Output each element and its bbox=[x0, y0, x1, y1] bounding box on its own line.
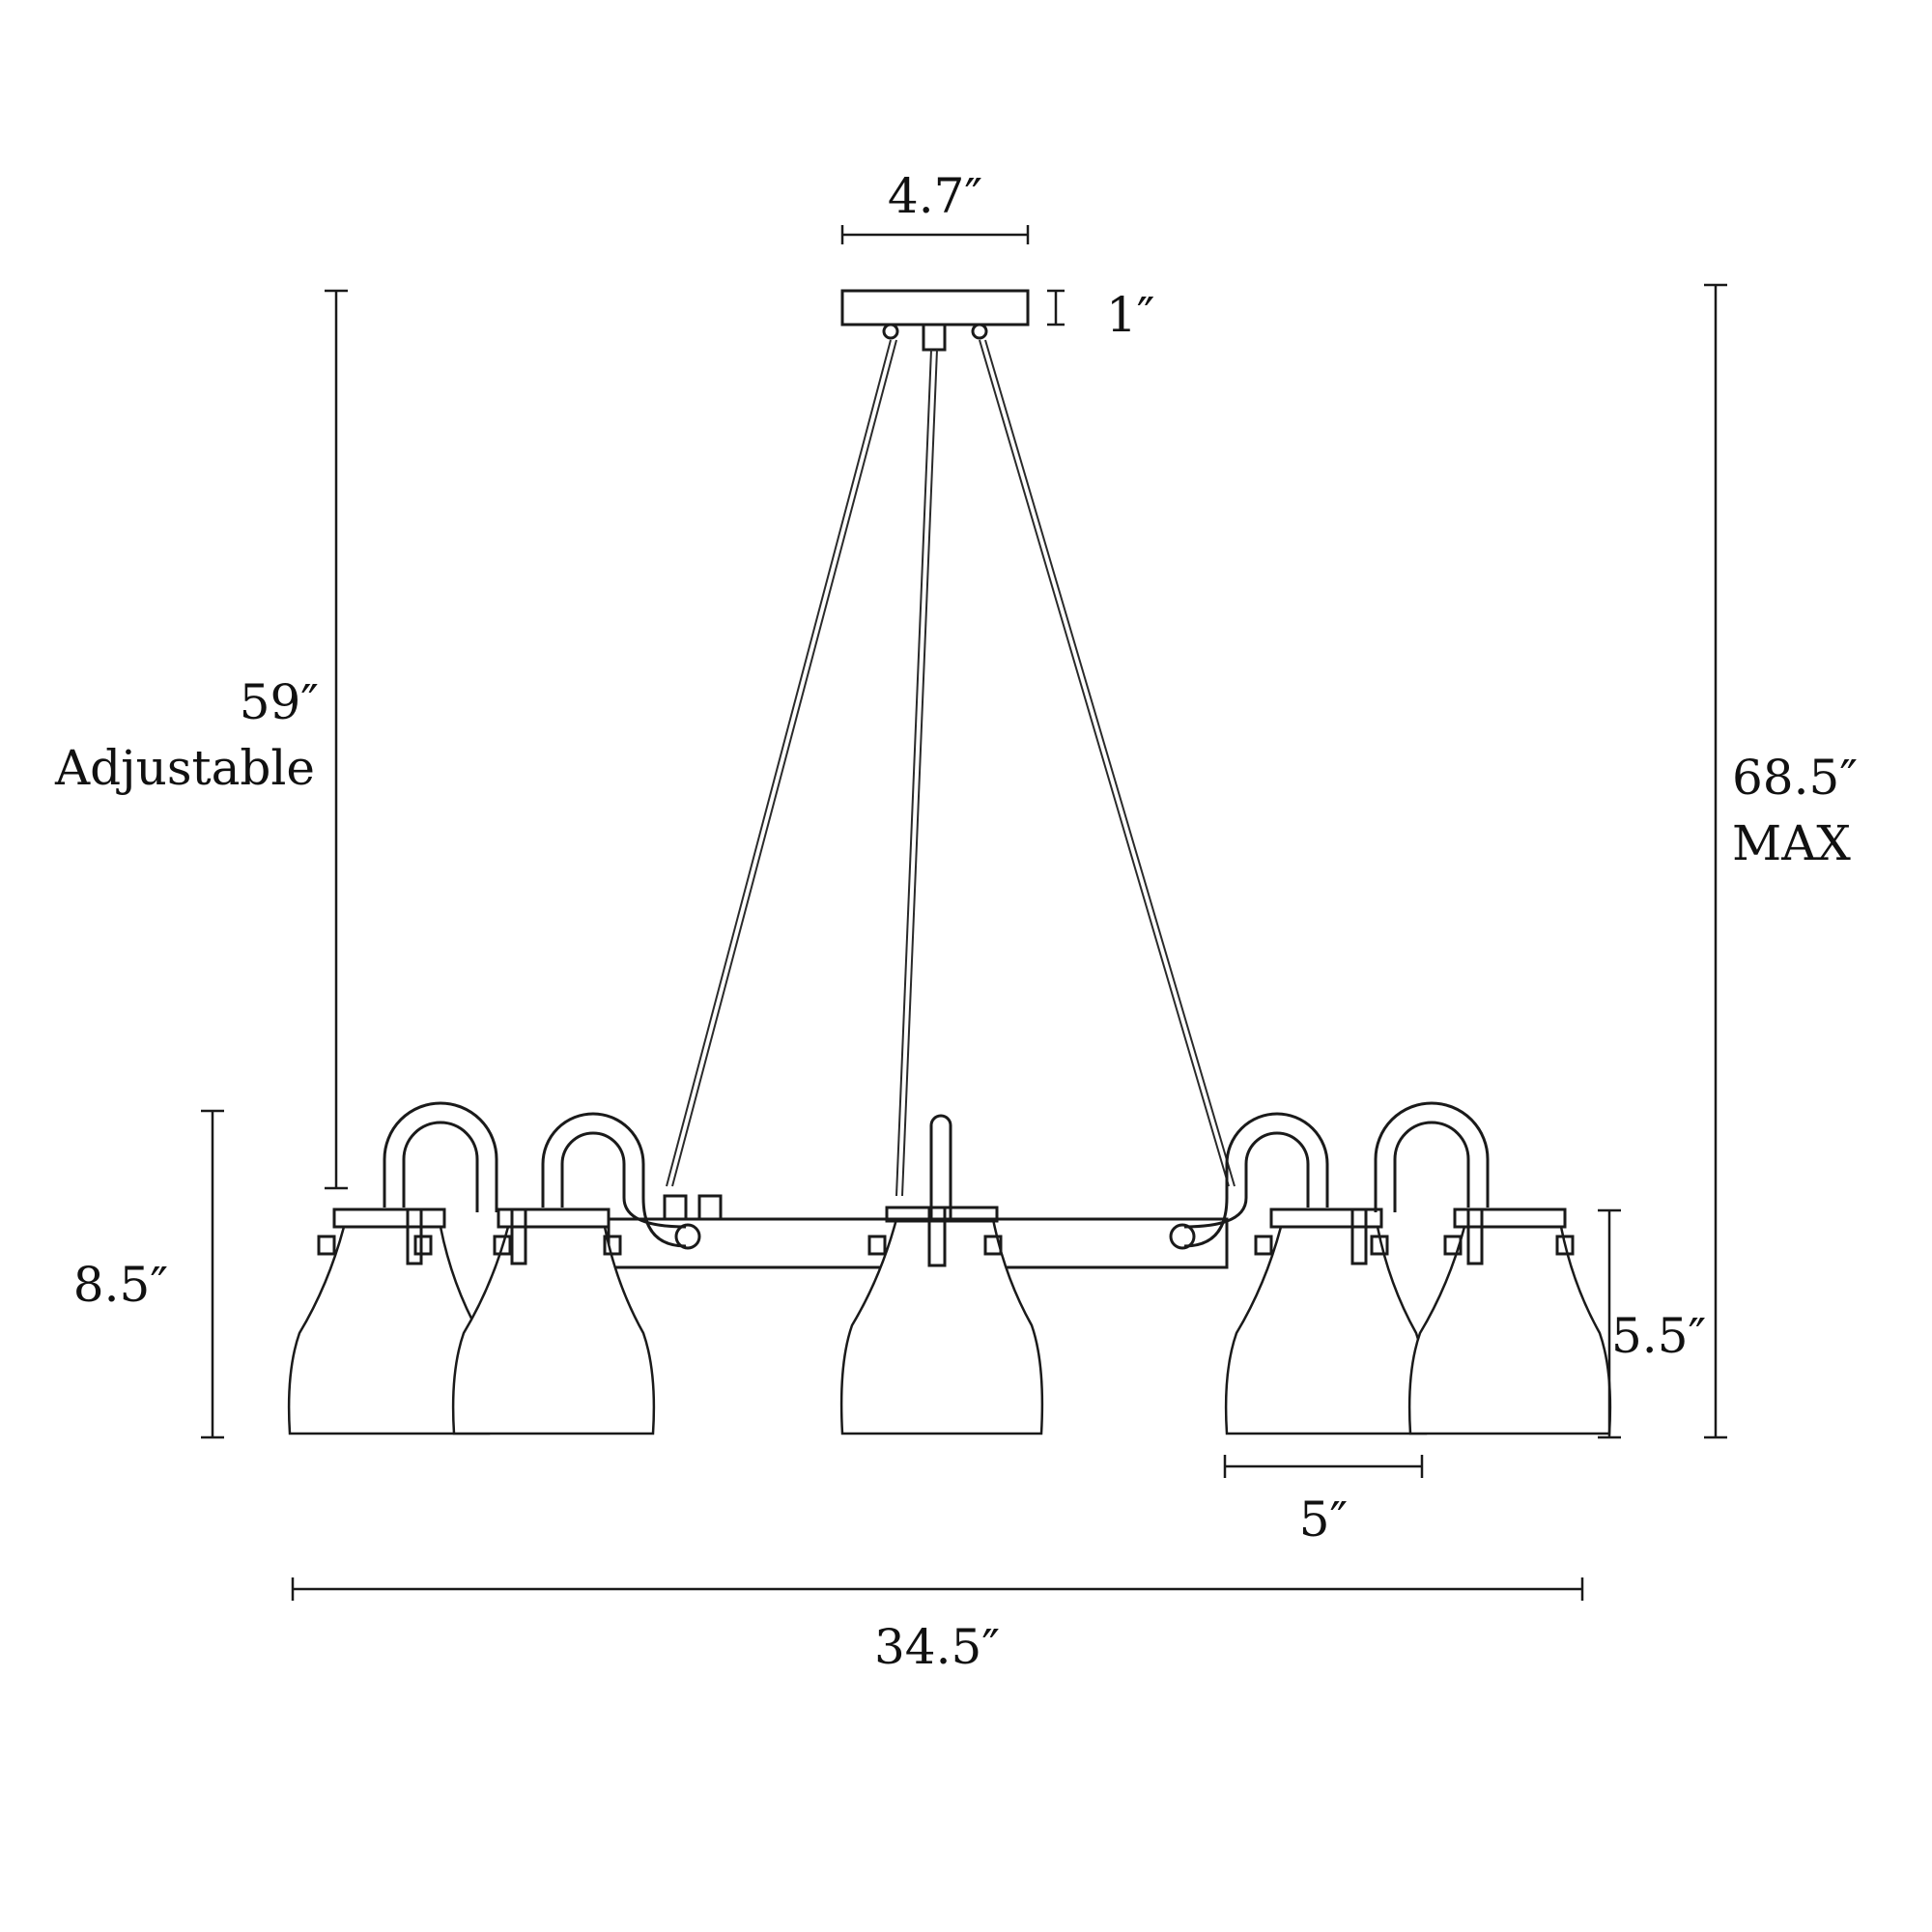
dim-cable-length bbox=[325, 289, 348, 1190]
cable-length-label: 59″ bbox=[240, 674, 319, 730]
dim-overall-height bbox=[1704, 283, 1727, 1439]
canopy bbox=[840, 289, 1030, 352]
cable-note-label: Adjustable bbox=[54, 740, 315, 796]
canopy-height-label: 1″ bbox=[1106, 287, 1155, 343]
dim-shade-height bbox=[1598, 1208, 1621, 1439]
shade-3 bbox=[839, 1206, 1044, 1435]
suspension-cables bbox=[666, 339, 1236, 1197]
overall-width-label: 34.5″ bbox=[874, 1619, 1000, 1675]
dim-canopy-width bbox=[840, 225, 1030, 244]
shade-height-label: 5.5″ bbox=[1611, 1308, 1706, 1364]
dim-fixture-height bbox=[201, 1109, 224, 1439]
canopy-width-label: 4.7″ bbox=[888, 168, 982, 224]
dim-overall-width bbox=[291, 1577, 1584, 1601]
shade-5 bbox=[1407, 1208, 1612, 1435]
dim-shade-width bbox=[1223, 1455, 1424, 1478]
overall-note-label: MAX bbox=[1732, 815, 1851, 871]
dim-canopy-height bbox=[1047, 289, 1065, 327]
shade-2 bbox=[451, 1208, 656, 1435]
fixture-height-label: 8.5″ bbox=[73, 1257, 168, 1313]
shade-width-label: 5″ bbox=[1299, 1492, 1349, 1548]
shade-4 bbox=[1224, 1208, 1429, 1435]
overall-height-label: 68.5″ bbox=[1732, 750, 1858, 806]
arms bbox=[383, 1101, 1490, 1250]
